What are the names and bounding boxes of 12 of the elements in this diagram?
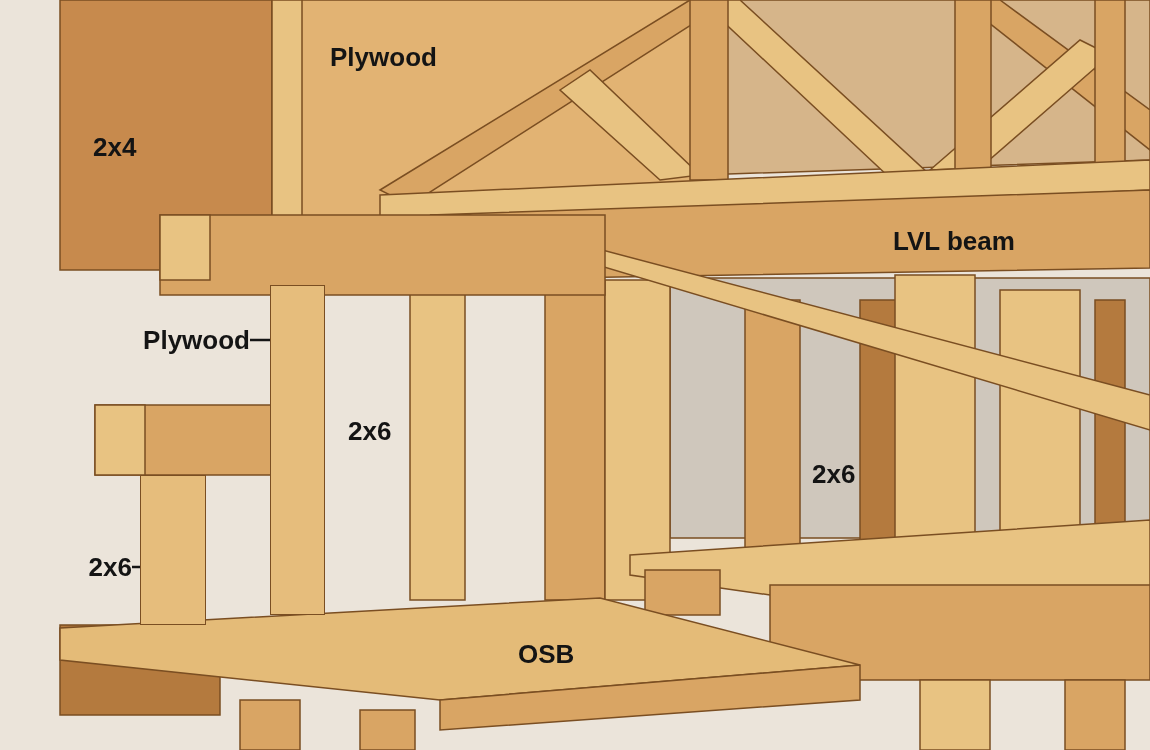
leader-line <box>250 338 270 342</box>
wood-stud <box>140 475 206 625</box>
part-label: 2x6 <box>812 458 856 491</box>
leader-line <box>132 565 140 569</box>
part-label: Plywood <box>330 41 437 74</box>
part-label: 2x6 <box>348 415 392 448</box>
part-label: LVL beam <box>893 225 1015 258</box>
part-label: 2x4 <box>93 131 137 164</box>
wood-stud <box>270 285 325 615</box>
part-label: 2x6 <box>88 550 132 584</box>
part-label: OSB <box>518 638 575 671</box>
part-label: Plywood <box>143 323 250 357</box>
